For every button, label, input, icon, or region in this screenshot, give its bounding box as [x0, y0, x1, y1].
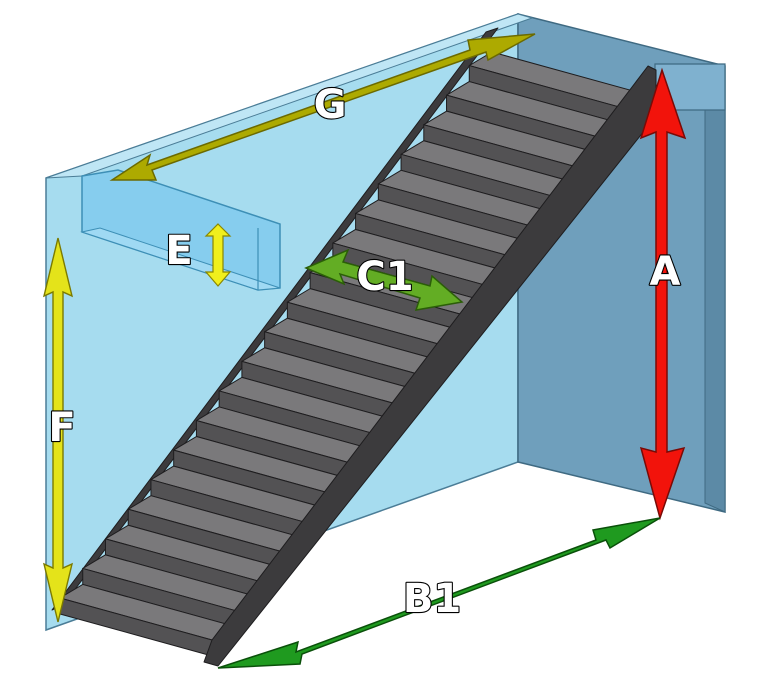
label-c1: C1	[356, 254, 413, 300]
label-b1: B1	[403, 576, 461, 622]
arrow-c1	[304, 248, 464, 311]
arrow-e	[204, 223, 232, 287]
label-e: E	[165, 228, 192, 274]
label-a: A	[650, 249, 681, 295]
right-wall-edge	[704, 65, 726, 513]
label-g: G	[314, 82, 347, 128]
left-wall-top-edge	[45, 13, 534, 179]
staircase	[51, 27, 657, 667]
dimension-arrows	[42, 33, 687, 669]
dimension-labels: G E C1 A F B1	[47, 81, 681, 623]
arrow-g	[109, 33, 536, 181]
header-beam-e	[80, 169, 281, 291]
arrow-b1	[217, 517, 661, 669]
arrow-f	[42, 237, 74, 623]
label-f: F	[48, 405, 75, 451]
